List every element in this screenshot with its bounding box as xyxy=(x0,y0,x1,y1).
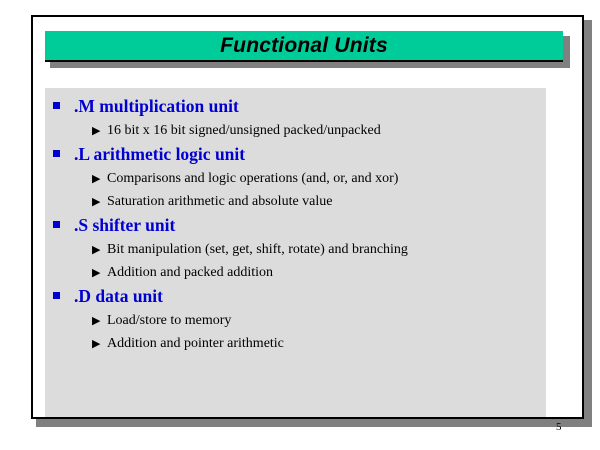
page-number: 5 xyxy=(556,421,562,433)
slide-title-bar: Functional Units xyxy=(45,31,563,62)
bullet-label-level2: Addition and pointer arithmetic xyxy=(107,336,284,351)
bullet-item-level1: .M multiplication unit xyxy=(50,94,546,119)
triangle-bullet-icon: ▶ xyxy=(92,195,101,208)
square-bullet-icon xyxy=(50,102,74,112)
bullet-item-level2: ▶ 16 bit x 16 bit signed/unsigned packed… xyxy=(92,119,546,142)
bullet-label-level2: Addition and packed addition xyxy=(107,265,274,280)
bullet-label-level2: 16 bit x 16 bit signed/unsigned packed/u… xyxy=(107,123,381,138)
triangle-bullet-icon: ▶ xyxy=(92,124,101,137)
triangle-bullet-icon: ▶ xyxy=(92,337,101,350)
bullet-item-level1: .S shifter unit xyxy=(50,213,546,238)
bullet-label-level1: .M multiplication unit xyxy=(74,96,239,116)
triangle-bullet-icon: ▶ xyxy=(92,172,101,185)
bullet-group: .L arithmetic logic unit ▶ Comparisons a… xyxy=(45,142,546,213)
page-title: Functional Units xyxy=(220,34,388,57)
square-bullet-icon xyxy=(50,292,74,302)
bullet-item-level1: .L arithmetic logic unit xyxy=(50,142,546,167)
triangle-bullet-icon: ▶ xyxy=(92,243,101,256)
bullet-item-level2: ▶ Bit manipulation (set, get, shift, rot… xyxy=(92,238,546,261)
bullet-label-level2: Saturation arithmetic and absolute value xyxy=(107,194,333,209)
bullet-item-level2: ▶ Addition and pointer arithmetic xyxy=(92,332,546,355)
bullet-item-level2: ▶ Load/store to memory xyxy=(92,309,546,332)
bullet-label-level1: .S shifter unit xyxy=(74,215,176,235)
bullet-item-level2: ▶ Addition and packed addition xyxy=(92,261,546,284)
bullet-group: .D data unit ▶ Load/store to memory ▶ Ad… xyxy=(45,284,546,355)
bullet-item-level1: .D data unit xyxy=(50,284,546,309)
bullet-label-level1: .L arithmetic logic unit xyxy=(74,144,246,164)
square-bullet-icon xyxy=(50,221,74,231)
bullet-item-level2: ▶ Comparisons and logic operations (and,… xyxy=(92,167,546,190)
bullet-item-level2: ▶ Saturation arithmetic and absolute val… xyxy=(92,190,546,213)
bullet-label-level2: Bit manipulation (set, get, shift, rotat… xyxy=(107,242,408,257)
bullet-label-level2: Load/store to memory xyxy=(107,313,232,328)
bullet-label-level2: Comparisons and logic operations (and, o… xyxy=(107,171,399,186)
triangle-bullet-icon: ▶ xyxy=(92,314,101,327)
slide-content-box: .M multiplication unit ▶ 16 bit x 16 bit… xyxy=(45,88,546,417)
bullet-group: .M multiplication unit ▶ 16 bit x 16 bit… xyxy=(45,94,546,142)
triangle-bullet-icon: ▶ xyxy=(92,266,101,279)
bullet-group: .S shifter unit ▶ Bit manipulation (set,… xyxy=(45,213,546,284)
square-bullet-icon xyxy=(50,150,74,160)
bullet-label-level1: .D data unit xyxy=(74,286,163,306)
